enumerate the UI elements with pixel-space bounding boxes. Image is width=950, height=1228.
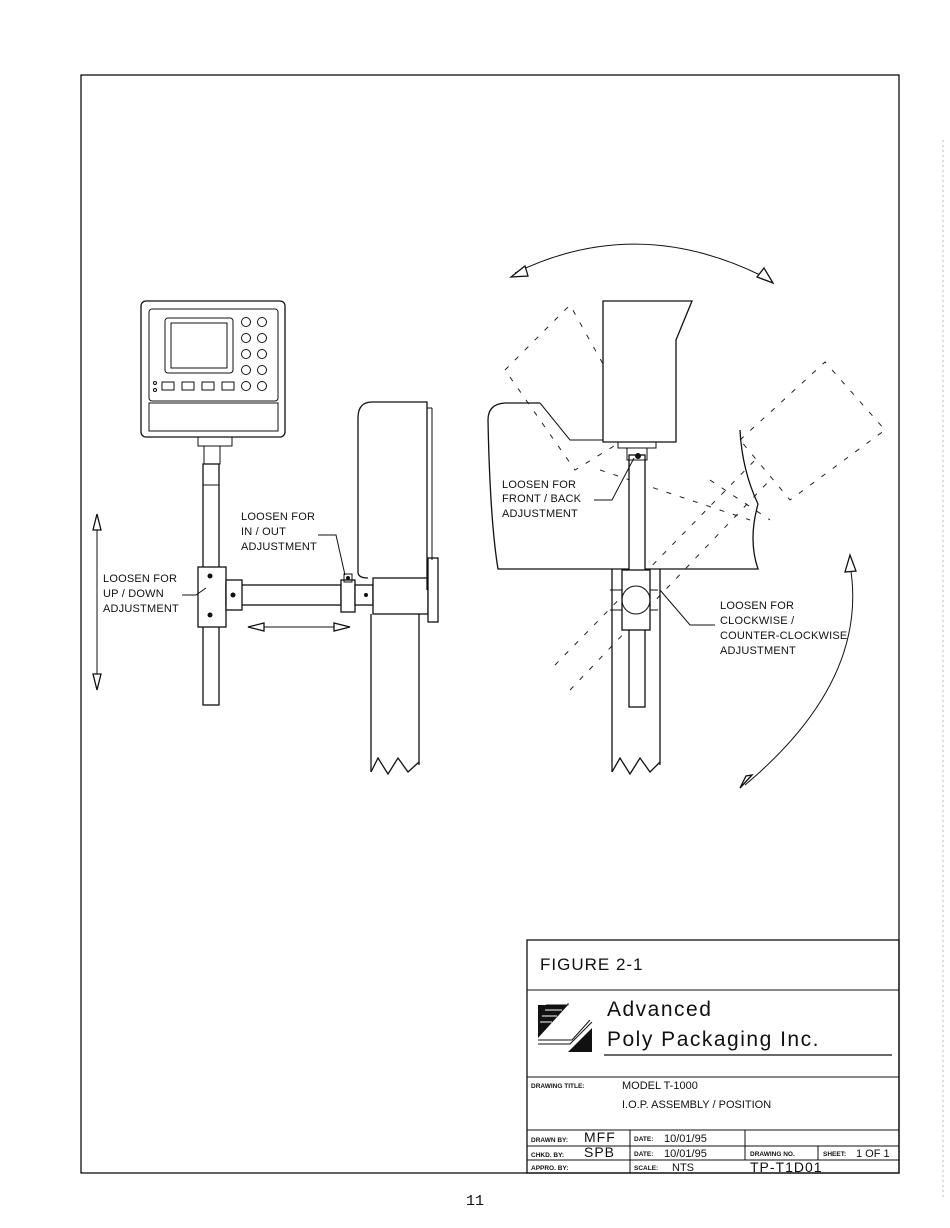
company-logo <box>538 1003 593 1052</box>
svg-text:LOOSEN FOR: LOOSEN FOR <box>103 573 177 585</box>
horizontal-arm <box>225 584 342 606</box>
callout-front-back: LOOSEN FOR FRONT / BACK ADJUSTMENT <box>502 479 582 520</box>
company-name-line1: Advanced <box>607 998 712 1021</box>
label-line: ADJUSTMENT <box>720 645 796 657</box>
page-number: 11 <box>466 1193 484 1210</box>
machine-head <box>602 300 693 443</box>
up-down-arrow <box>92 513 102 691</box>
drawing-title-line1: MODEL T-1000 <box>622 1080 698 1092</box>
drawing-title-line2: I.O.P. ASSEMBLY / POSITION <box>622 1099 771 1111</box>
title-block: FIGURE 2-1 Advanced Poly Packaging Inc. … <box>526 939 900 1175</box>
label-line: CLOCKWISE / <box>720 615 795 627</box>
svg-text:LOOSEN FOR: LOOSEN FOR <box>241 511 315 523</box>
drawing-border <box>80 74 900 1174</box>
drawn-by-value: MFF <box>584 1129 616 1145</box>
date-value-2: 10/01/95 <box>664 1148 707 1160</box>
in-out-arrow <box>247 622 351 632</box>
controller-unit <box>140 300 286 465</box>
label-line: LOOSEN FOR <box>502 479 576 491</box>
svg-text:LOOSEN FOR: LOOSEN FOR <box>720 600 794 612</box>
figure-label: FIGURE 2-1 <box>540 955 644 974</box>
label-line: FRONT / BACK <box>502 493 582 505</box>
scale-label: SCALE: <box>634 1165 658 1172</box>
label-line: COUNTER-CLOCKWISE <box>720 630 847 642</box>
alternate-positions <box>504 304 886 691</box>
rotation-arc-top <box>514 243 771 281</box>
callout-in-out: LOOSEN FOR IN / OUT ADJUSTMENT <box>241 511 317 553</box>
approved-by-label: APPRO. BY: <box>531 1165 568 1172</box>
svg-text:UP / DOWN: UP / DOWN <box>103 588 164 600</box>
date-label-1: DATE: <box>634 1136 653 1143</box>
svg-text:COUNTER-CLOCKWISE: COUNTER-CLOCKWISE <box>720 630 847 642</box>
svg-text:ADJUSTMENT: ADJUSTMENT <box>103 603 179 615</box>
drawing-no-label: DRAWING NO. <box>750 1151 795 1158</box>
drawing-title-label: DRAWING TITLE: <box>531 1083 584 1090</box>
svg-text:LOOSEN FOR: LOOSEN FOR <box>502 479 576 491</box>
label-line: LOOSEN FOR <box>720 600 794 612</box>
sheet-label: SHEET: <box>823 1151 846 1158</box>
label-line: LOOSEN FOR <box>103 573 177 585</box>
right-assembly <box>487 243 886 789</box>
svg-text:ADJUSTMENT: ADJUSTMENT <box>241 541 317 553</box>
svg-text:FRONT / BACK: FRONT / BACK <box>502 493 582 505</box>
label-line: LOOSEN FOR <box>241 511 315 523</box>
sheet-value: 1 OF 1 <box>856 1148 890 1160</box>
rotation-arc-right <box>744 564 854 786</box>
checked-by-value: SPB <box>584 1144 615 1160</box>
label-line: ADJUSTMENT <box>241 541 317 553</box>
label-line: ADJUSTMENT <box>502 508 578 520</box>
svg-text:ADJUSTMENT: ADJUSTMENT <box>502 508 578 520</box>
arm-coupler <box>340 579 356 613</box>
drawing-no-value: TP-T1D01 <box>750 1159 823 1175</box>
callout-clockwise: LOOSEN FOR CLOCKWISE / COUNTER-CLOCKWISE… <box>720 600 847 657</box>
svg-text:IN / OUT: IN / OUT <box>241 526 286 538</box>
svg-text:ADJUSTMENT: ADJUSTMENT <box>720 645 796 657</box>
label-line: ADJUSTMENT <box>103 603 179 615</box>
checked-by-label: CHKD. BY: <box>531 1152 564 1159</box>
svg-text:CLOCKWISE /: CLOCKWISE / <box>720 615 795 627</box>
date-value-1: 10/01/95 <box>664 1133 707 1145</box>
left-assembly <box>92 300 439 776</box>
scale-value: NTS <box>672 1162 694 1174</box>
callout-up-down: LOOSEN FOR UP / DOWN ADJUSTMENT <box>103 573 179 615</box>
drawn-by-label: DRAWN BY: <box>531 1137 568 1144</box>
date-label-2: DATE: <box>634 1151 653 1158</box>
company-name-line2: Poly Packaging Inc. <box>607 1028 820 1051</box>
label-line: IN / OUT <box>241 526 286 538</box>
label-line: UP / DOWN <box>103 588 164 600</box>
